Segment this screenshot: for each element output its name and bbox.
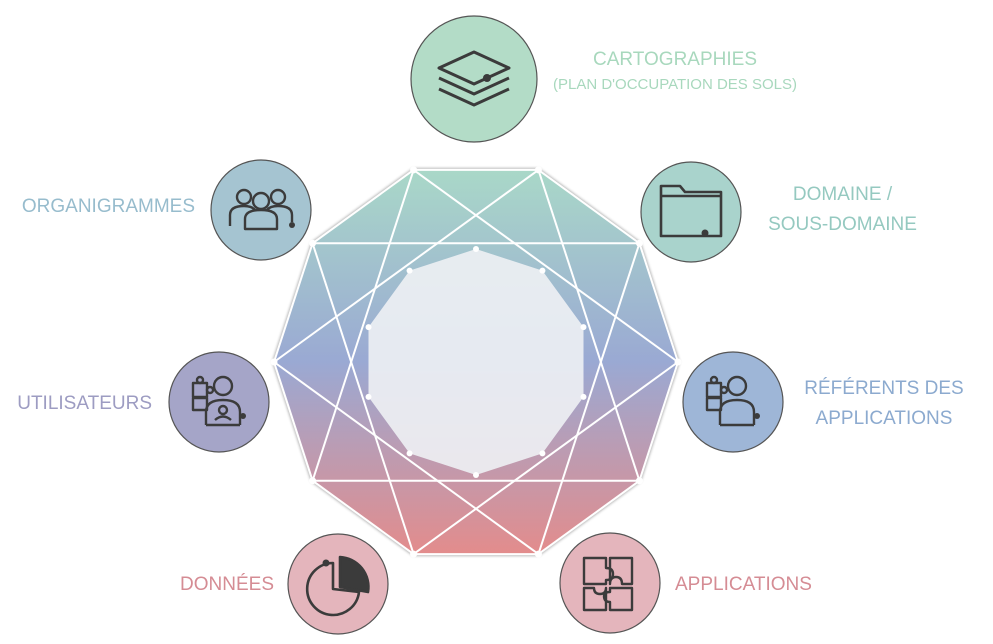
domaine-circle bbox=[640, 161, 742, 263]
applications-label: APPLICATIONS bbox=[675, 570, 812, 600]
domaine-title-line1: DOMAINE / bbox=[792, 184, 893, 205]
network-outer-edge bbox=[273, 242, 314, 363]
network-outer-node bbox=[534, 166, 542, 174]
domaine-label: DOMAINE / SOUS-DOMAINE bbox=[760, 180, 925, 240]
network-inner-node bbox=[539, 267, 546, 274]
network-outer-node bbox=[674, 358, 682, 366]
organigrammes-label: ORGANIGRAMMES bbox=[0, 192, 195, 222]
cartographies-node[interactable] bbox=[410, 15, 538, 143]
user-puzzle-badge-icon bbox=[191, 375, 246, 427]
network-chord bbox=[537, 242, 641, 555]
applications-title: APPLICATIONS bbox=[675, 574, 812, 595]
network-outer-node bbox=[270, 358, 278, 366]
cartographies-subtitle: (PLAN D'OCCUPATION DES SOLS) bbox=[552, 76, 797, 93]
people-group-icon bbox=[228, 188, 295, 231]
utilisateurs-node[interactable] bbox=[168, 351, 270, 453]
network-outer-node bbox=[534, 550, 542, 558]
network-chord bbox=[273, 169, 540, 363]
network-outer-node bbox=[410, 166, 418, 174]
folder-icon bbox=[659, 184, 723, 238]
referents-title-line2: APPLICATIONS bbox=[815, 408, 953, 429]
network-outer-node bbox=[635, 477, 643, 485]
network-outer-edge bbox=[638, 361, 679, 482]
layers-icon bbox=[437, 50, 511, 107]
network-outer-node bbox=[635, 239, 643, 247]
referents-label: RÉFÉRENTS DES APPLICATIONS bbox=[795, 374, 973, 434]
network-outer-node bbox=[309, 477, 317, 485]
network-chord bbox=[311, 169, 415, 482]
domaine-title-line2: SOUS-DOMAINE bbox=[768, 214, 917, 235]
network-chord bbox=[311, 242, 415, 555]
organigrammes-node[interactable] bbox=[210, 159, 312, 261]
network-inner-node bbox=[473, 472, 479, 478]
donnees-title: DONNÉES bbox=[180, 574, 274, 595]
utilisateurs-title: UTILISATEURS bbox=[17, 393, 152, 414]
cartographies-circle bbox=[410, 15, 538, 143]
referents-circle bbox=[682, 351, 784, 453]
network-inner-node bbox=[406, 450, 413, 457]
network-inner-node bbox=[406, 267, 413, 274]
donnees-circle bbox=[287, 533, 389, 635]
network-lines bbox=[273, 168, 679, 556]
network-chord bbox=[412, 361, 679, 555]
network-inner-node bbox=[580, 324, 587, 331]
network-chord bbox=[273, 361, 540, 555]
referents-node[interactable] bbox=[682, 351, 784, 453]
cartographies-title: CARTOGRAPHIES bbox=[592, 49, 757, 70]
network-outer-edge bbox=[311, 479, 415, 555]
pie-chart-icon bbox=[305, 555, 370, 617]
network-outer-edge bbox=[638, 242, 679, 363]
inner-decagon bbox=[368, 249, 584, 475]
network-chord bbox=[412, 169, 679, 363]
applications-node[interactable] bbox=[559, 532, 661, 634]
network-outer-edge bbox=[537, 169, 641, 245]
network-inner-node bbox=[473, 246, 479, 252]
referents-title-line1: RÉFÉRENTS DES bbox=[804, 378, 964, 399]
network-outer-edge bbox=[311, 169, 415, 245]
organigrammes-title: ORGANIGRAMMES bbox=[21, 196, 195, 217]
cartographies-label: CARTOGRAPHIES (PLAN D'OCCUPATION DES SOL… bbox=[545, 45, 805, 95]
domaine-node[interactable] bbox=[640, 161, 742, 263]
network-nodes bbox=[270, 166, 682, 558]
network-inner-node bbox=[580, 393, 587, 400]
donnees-node[interactable] bbox=[287, 533, 389, 635]
network-outer-edge bbox=[273, 361, 314, 482]
network-inner-node bbox=[365, 393, 372, 400]
decagon-shape bbox=[270, 166, 682, 558]
utilisateurs-circle bbox=[168, 351, 270, 453]
user-puzzle-icon bbox=[705, 375, 760, 427]
utilisateurs-label: UTILISATEURS bbox=[0, 389, 152, 419]
network-outer-node bbox=[309, 239, 317, 247]
puzzle-icon bbox=[582, 556, 634, 612]
donnees-label: DONNÉES bbox=[140, 570, 274, 600]
network-outer-node bbox=[410, 550, 418, 558]
network-inner-node bbox=[539, 450, 546, 457]
network-chord bbox=[537, 169, 641, 482]
network-outer-edge bbox=[537, 479, 641, 555]
network-inner-node bbox=[365, 324, 372, 331]
